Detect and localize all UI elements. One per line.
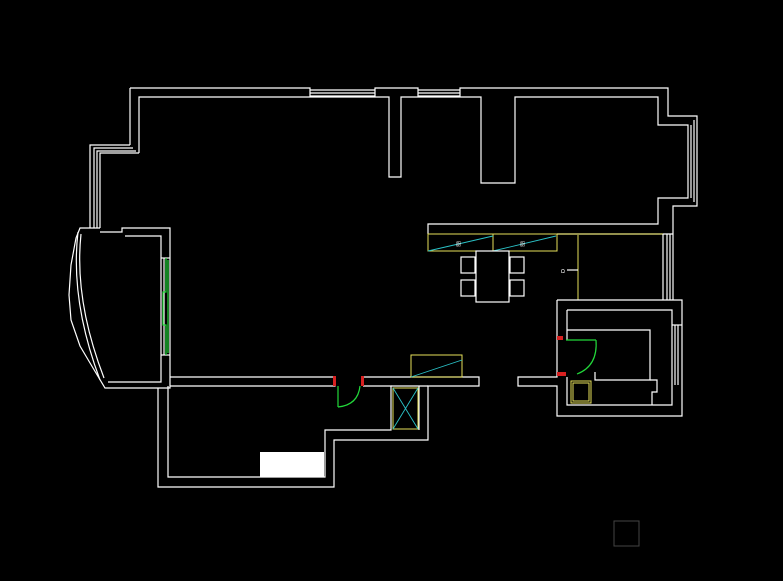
solid-block (260, 452, 324, 477)
bay-sliding-door (162, 258, 169, 355)
tap-symbol: Ω (561, 269, 565, 275)
cabinet-label-2: 厨 (520, 242, 525, 248)
pantry-area: Ω (557, 233, 674, 301)
entry-door (333, 376, 364, 408)
outer-wall-top (129, 87, 698, 234)
storage-closet (392, 387, 419, 430)
right-window-strips (690, 120, 695, 202)
toilet-fixture (570, 380, 592, 404)
shoe-cabinet (410, 354, 463, 378)
viewport-box (613, 520, 640, 547)
bathroom-door (557, 336, 597, 376)
cabinet-label-1: 厨 (456, 242, 461, 248)
bathroom-walls (517, 299, 683, 417)
bay-window (68, 227, 171, 389)
dining-table-set (460, 250, 525, 303)
kitchen-counter: 厨 厨 (427, 233, 673, 252)
left-window-strips (89, 144, 139, 228)
